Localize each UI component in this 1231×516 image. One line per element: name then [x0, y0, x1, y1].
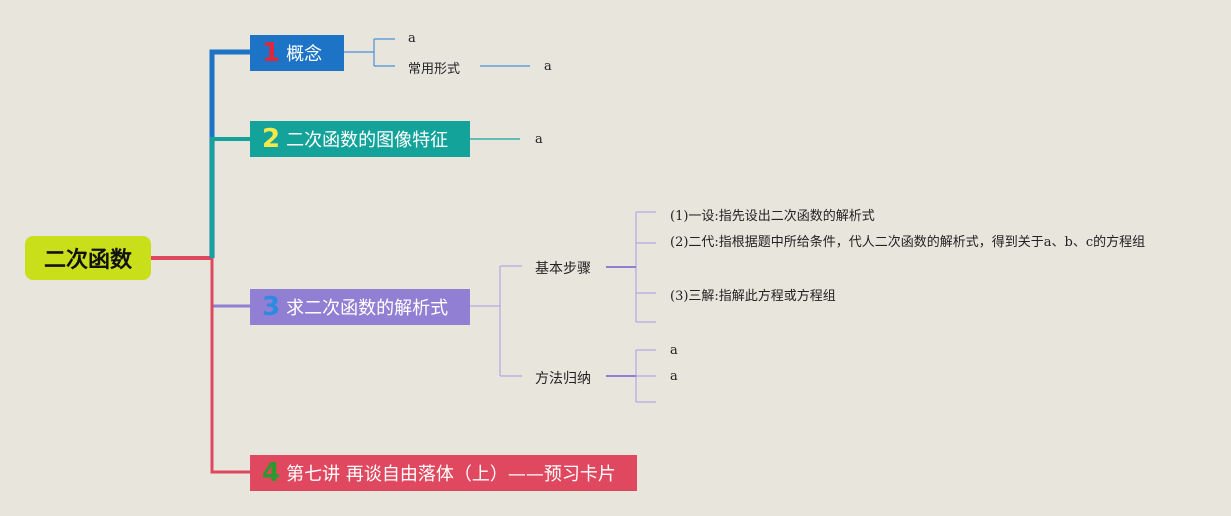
- branch-number: 4: [262, 458, 281, 488]
- branch-number: 1: [262, 38, 281, 68]
- branch-lecture[interactable]: 4 第七讲 再谈自由落体（上）——预习卡片: [250, 455, 637, 491]
- concept-common-form[interactable]: 常用形式: [408, 62, 461, 77]
- branch-number: 2: [262, 124, 281, 154]
- connector-branch-2: [210, 137, 250, 258]
- method-item[interactable]: a: [670, 369, 678, 384]
- branch-label: 求二次函数的解析式: [286, 298, 449, 319]
- concept-leaf-a[interactable]: a: [408, 31, 416, 46]
- connector-branch-4: [210, 258, 250, 474]
- connector-branch-1: [209, 49, 250, 258]
- branch-number: 3: [262, 292, 281, 322]
- methods-node[interactable]: 方法归纳: [535, 371, 591, 387]
- connector-solve-children: [470, 265, 522, 377]
- step-1[interactable]: (1)一设:指先设出二次函数的解析式: [670, 209, 875, 224]
- root-label: 二次函数: [43, 248, 132, 273]
- connector-branch-3: [210, 258, 250, 308]
- branch-label: 二次函数的图像特征: [286, 130, 449, 151]
- branch-graph-features[interactable]: 2 二次函数的图像特征: [250, 121, 470, 157]
- branch-concept[interactable]: 1 概念: [250, 35, 344, 71]
- step-3[interactable]: (3)三解:指解此方程或方程组: [670, 289, 836, 304]
- graph-features-leaf-a[interactable]: a: [535, 132, 543, 147]
- branch-label: 第七讲 再谈自由落体（上）——预习卡片: [286, 464, 616, 485]
- common-form-leaf-a[interactable]: a: [544, 59, 552, 74]
- branch-solve[interactable]: 3 求二次函数的解析式: [250, 289, 470, 325]
- root-node[interactable]: 二次函数: [25, 236, 151, 280]
- basic-steps-node[interactable]: 基本步骤: [535, 261, 591, 277]
- connector-concept-children: [344, 38, 395, 67]
- branch-label: 概念: [286, 44, 323, 65]
- method-item[interactable]: a: [670, 343, 678, 358]
- step-2[interactable]: (2)二代:指根据题中所给条件，代人二次函数的解析式，得到关于a、b、c的方程组: [670, 235, 1146, 250]
